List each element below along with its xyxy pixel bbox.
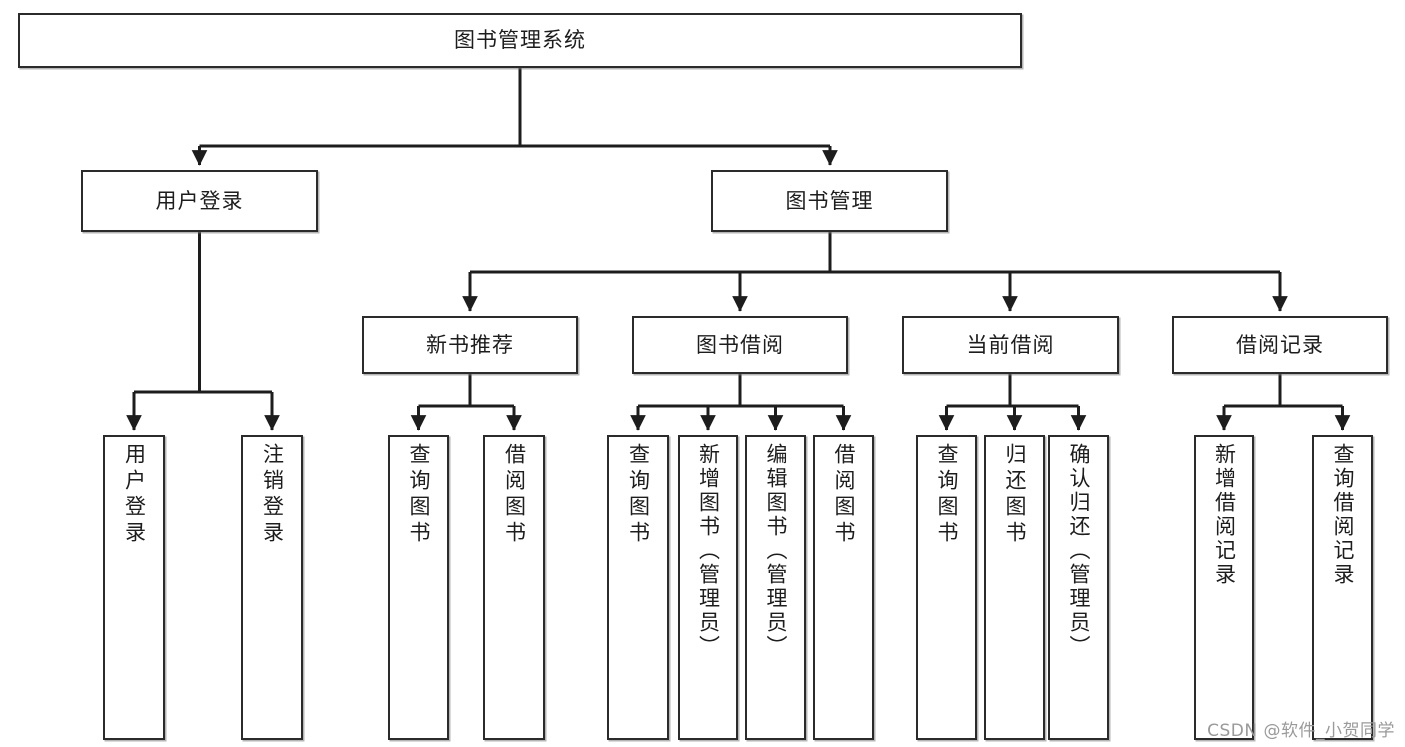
node-leaf-query-book-3[interactable]: 查询图书: [916, 435, 977, 740]
node-leaf-add-book-label: 新增图书（管理员）: [696, 443, 721, 659]
node-leaf-user-login[interactable]: 用户登录: [103, 435, 165, 740]
node-leaf-borrow-book-2[interactable]: 借阅图书: [813, 435, 874, 740]
node-leaf-query-record[interactable]: 查询借阅记录: [1312, 435, 1373, 740]
node-leaf-borrow-book-1-label: 借阅图书: [502, 443, 527, 547]
node-book-borrow[interactable]: 图书借阅: [632, 316, 848, 374]
node-leaf-confirm-return-label: 确认归还（管理员）: [1067, 443, 1091, 659]
node-book-manage-label: 图书管理: [785, 188, 874, 213]
node-root-label: 图书管理系统: [454, 28, 586, 53]
node-leaf-edit-book-label: 编辑图书（管理员）: [764, 443, 788, 659]
node-new-book-rec-label: 新书推荐: [426, 332, 514, 357]
csdn-watermark: CSDN @软件_小贺同学: [1207, 721, 1395, 741]
node-leaf-query-record-label: 查询借阅记录: [1331, 443, 1355, 587]
node-leaf-query-book-1-label: 查询图书: [407, 443, 431, 547]
node-leaf-query-book-2[interactable]: 查询图书: [607, 435, 669, 740]
node-leaf-query-book-2-label: 查询图书: [626, 443, 651, 547]
node-leaf-return-book[interactable]: 归还图书: [984, 435, 1045, 740]
node-leaf-logout-label: 注销登录: [260, 443, 285, 547]
node-leaf-user-login-label: 用户登录: [122, 443, 147, 547]
node-leaf-borrow-book-1[interactable]: 借阅图书: [483, 435, 545, 740]
node-leaf-logout[interactable]: 注销登录: [241, 435, 303, 740]
node-book-borrow-label: 图书借阅: [696, 332, 784, 357]
node-new-book-rec[interactable]: 新书推荐: [362, 316, 578, 374]
node-user-login[interactable]: 用户登录: [81, 170, 318, 232]
node-leaf-add-record[interactable]: 新增借阅记录: [1194, 435, 1254, 740]
node-leaf-confirm-return[interactable]: 确认归还（管理员）: [1048, 435, 1109, 740]
node-current-borrow-label: 当前借阅: [966, 332, 1055, 357]
node-current-borrow[interactable]: 当前借阅: [902, 316, 1119, 374]
node-leaf-return-book-label: 归还图书: [1003, 443, 1027, 547]
node-leaf-query-book-3-label: 查询图书: [935, 443, 959, 547]
node-leaf-borrow-book-2-label: 借阅图书: [832, 443, 856, 547]
node-user-login-label: 用户登录: [155, 188, 244, 213]
node-borrow-record[interactable]: 借阅记录: [1172, 316, 1388, 374]
node-book-manage[interactable]: 图书管理: [711, 170, 948, 232]
node-borrow-record-label: 借阅记录: [1236, 332, 1324, 357]
node-leaf-edit-book[interactable]: 编辑图书（管理员）: [745, 435, 806, 740]
node-root[interactable]: 图书管理系统: [18, 13, 1022, 68]
node-leaf-add-book[interactable]: 新增图书（管理员）: [678, 435, 738, 740]
node-leaf-add-record-label: 新增借阅记录: [1212, 443, 1237, 587]
node-leaf-query-book-1[interactable]: 查询图书: [388, 435, 449, 740]
